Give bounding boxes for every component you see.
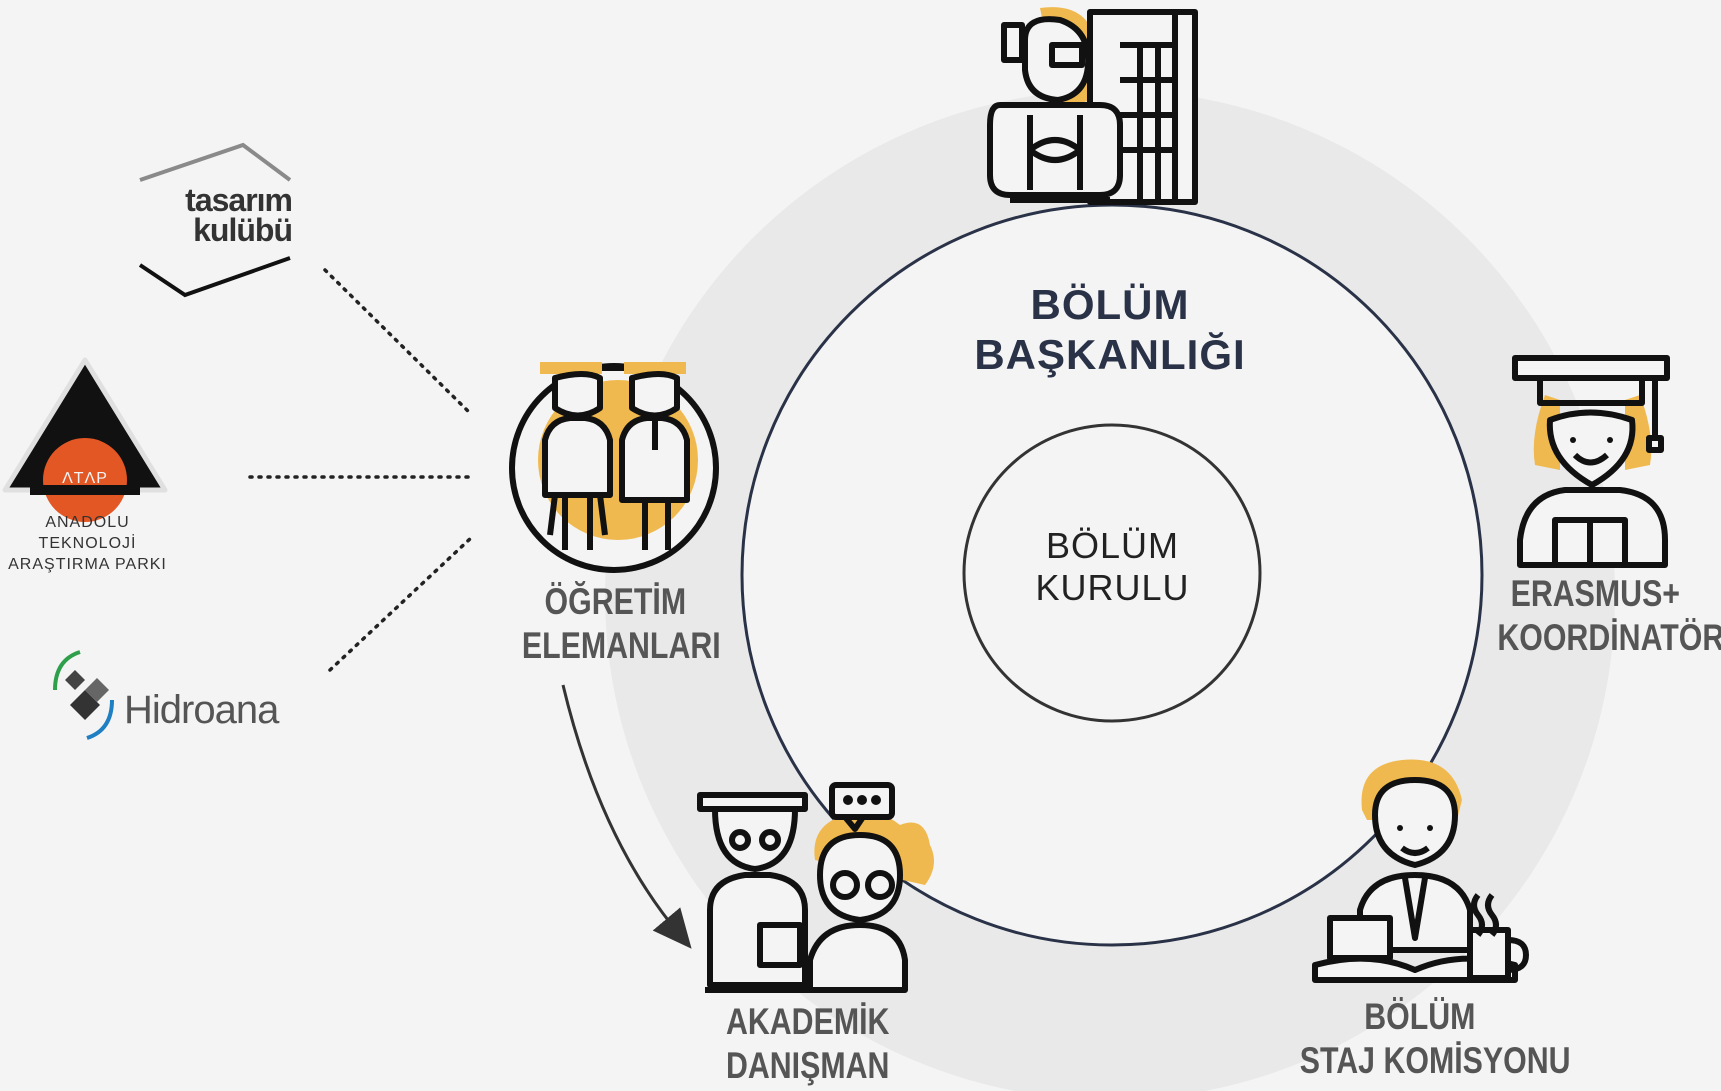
arrow-faculty-to-advisor [561, 684, 692, 949]
tasarim-line2: kulübü [193, 212, 293, 248]
council-label-line1: BÖLÜM [1045, 525, 1180, 566]
council-circle [962, 423, 1262, 723]
head-label-line1: BÖLÜM [1030, 281, 1190, 328]
erasmus-label-line2: KOORDİNATÖRÜ [1497, 616, 1721, 658]
head-label-line2: BAŞKANLIĞI [974, 330, 1246, 378]
hidroana-text: Hidroana [124, 688, 279, 732]
faculty-label: ÖĞRETİM ELEMANLARI [500, 580, 730, 667]
erasmus-icon [1512, 355, 1670, 568]
head-label: BÖLÜM BAŞKANLIĞI [960, 280, 1260, 379]
faculty-label-line2: ELEMANLARI [521, 624, 721, 666]
internship-icon [1312, 759, 1529, 983]
internship-label: BÖLÜM STAJ KOMİSYONU [1270, 995, 1571, 1082]
internship-label-line1: BÖLÜM [1364, 996, 1476, 1037]
tasarim-kulubu-logo [138, 142, 292, 298]
erasmus-label-line1: ERASMUS+ [1510, 573, 1680, 614]
faculty-icon [509, 362, 719, 573]
hidroana-logo [53, 650, 114, 740]
faculty-label-line1: ÖĞRETİM [544, 581, 686, 622]
head-librarian-icon [987, 7, 1198, 205]
connector-hidroana [328, 535, 474, 672]
atap-caption-line2: ARAŞTIRMA PARKI [8, 556, 167, 573]
atap-logo [2, 357, 168, 522]
internship-label-line2: STAJ KOMİSYONU [1299, 1039, 1571, 1081]
atap-caption: ANADOLU TEKNOLOJİ ARAŞTIRMA PARKI [0, 512, 175, 575]
connector-tasarim [323, 268, 474, 417]
advisor-label-line1: AKADEMİK [725, 1001, 890, 1042]
council-label-line2: KURULU [1035, 567, 1190, 609]
atap-mark-text: ΛTΛP [62, 470, 108, 487]
council-label: BÖLÜM KURULU [1000, 525, 1225, 610]
atap-caption-line1: ANADOLU TEKNOLOJİ [38, 514, 137, 552]
tasarim-kulubu-text: tasarım kulübü [150, 182, 293, 248]
advisor-label-line2: DANIŞMAN [725, 1044, 890, 1086]
erasmus-label: ERASMUS+ KOORDİNATÖRÜ [1470, 572, 1721, 659]
advisor-label: AKADEMİK DANIŞMAN [700, 1000, 915, 1087]
dotted-connectors [248, 268, 474, 672]
tasarim-line1: tasarım [185, 182, 293, 218]
advisor-icon [697, 782, 934, 993]
